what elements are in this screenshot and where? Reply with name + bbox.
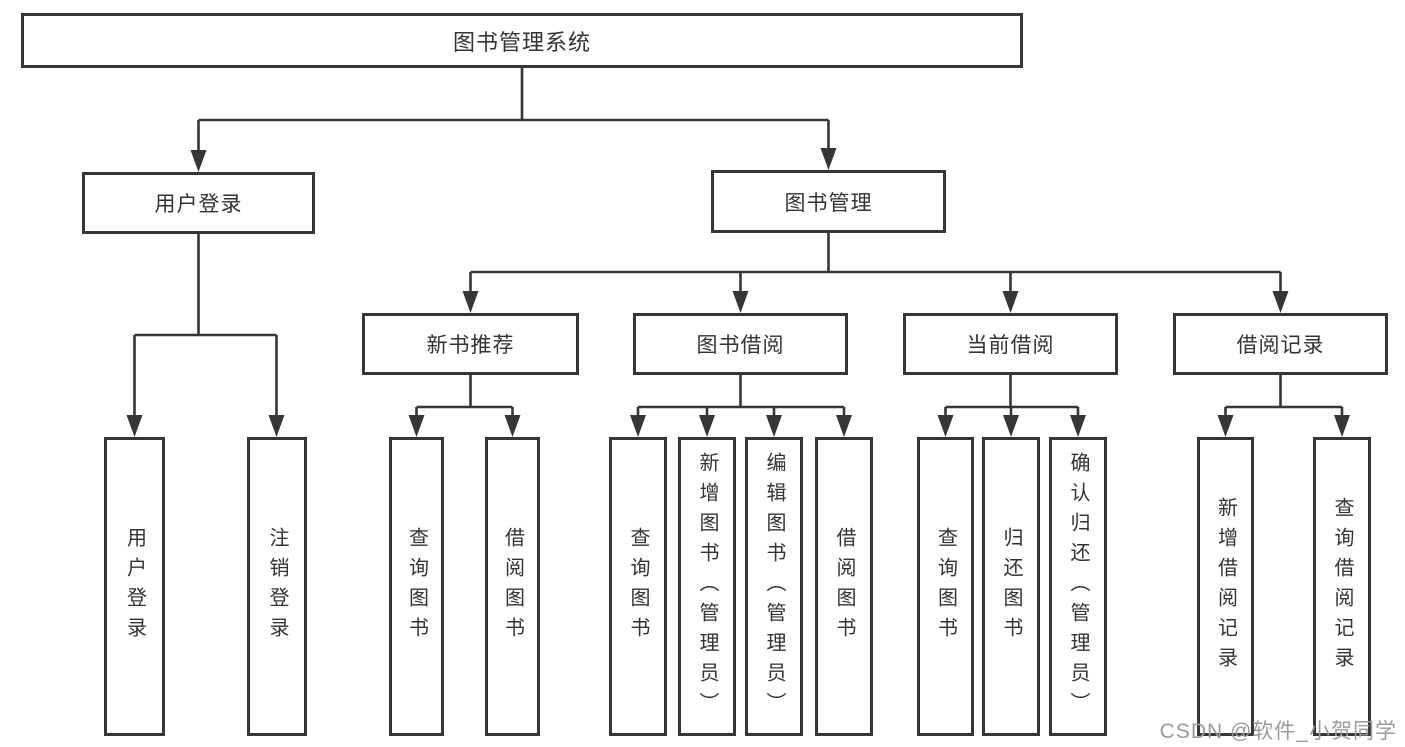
csdn-watermark: CSDN @软件_小贺同学	[1159, 720, 1397, 743]
node-label: 归还图书	[1000, 526, 1022, 647]
node-label: 新增图书（管理员）	[696, 451, 718, 722]
node-label: 用户登录	[154, 193, 243, 216]
node-new-book-recommendation: 新书推荐	[362, 313, 579, 375]
node-edit-books-admin: 编辑图书（管理员）	[745, 437, 803, 736]
node-label: 当前借阅	[966, 334, 1055, 357]
node-label: 查询图书	[627, 526, 649, 647]
node-borrow-books-recommend: 借阅图书	[485, 437, 540, 736]
node-query-books-current: 查询图书	[917, 437, 974, 736]
node-library-system: 图书管理系统	[21, 13, 1023, 68]
node-label: 注销登录	[266, 526, 288, 647]
node-label: 新书推荐	[426, 334, 515, 357]
node-label: 图书借阅	[696, 334, 785, 357]
node-label: 用户登录	[123, 526, 146, 647]
node-label: 图书管理	[784, 191, 873, 215]
node-logout: 注销登录	[247, 437, 307, 736]
node-label: 借阅记录	[1236, 334, 1325, 357]
node-label: 新增借阅记录	[1214, 496, 1237, 677]
node-label: 图书管理系统	[452, 29, 591, 55]
node-query-books-borrowing: 查询图书	[609, 437, 667, 736]
node-return-books: 归还图书	[982, 437, 1040, 736]
node-query-borrow-record: 查询借阅记录	[1313, 437, 1371, 736]
node-book-management: 图书管理	[711, 170, 946, 233]
node-label: 借阅图书	[833, 526, 855, 647]
node-borrow-books: 借阅图书	[815, 437, 873, 736]
node-label: 借阅图书	[501, 526, 524, 647]
arrowhead-icons	[126, 148, 1350, 437]
node-add-books-admin: 新增图书（管理员）	[678, 437, 736, 736]
node-label: 查询图书	[405, 526, 428, 647]
node-user-login-branch: 用户登录	[82, 172, 315, 234]
node-label: 确认归还（管理员）	[1067, 451, 1089, 722]
node-label: 查询图书	[934, 526, 957, 647]
node-current-borrowing: 当前借阅	[903, 313, 1118, 375]
node-user-login: 用户登录	[104, 437, 165, 736]
node-book-borrowing: 图书借阅	[633, 313, 848, 375]
node-add-borrow-record: 新增借阅记录	[1197, 437, 1254, 736]
node-confirm-return-admin: 确认归还（管理员）	[1049, 437, 1107, 736]
node-label: 编辑图书（管理员）	[763, 451, 785, 722]
node-label: 查询借阅记录	[1331, 496, 1353, 677]
node-query-books-recommend: 查询图书	[389, 437, 444, 736]
node-borrowing-records: 借阅记录	[1173, 313, 1388, 375]
